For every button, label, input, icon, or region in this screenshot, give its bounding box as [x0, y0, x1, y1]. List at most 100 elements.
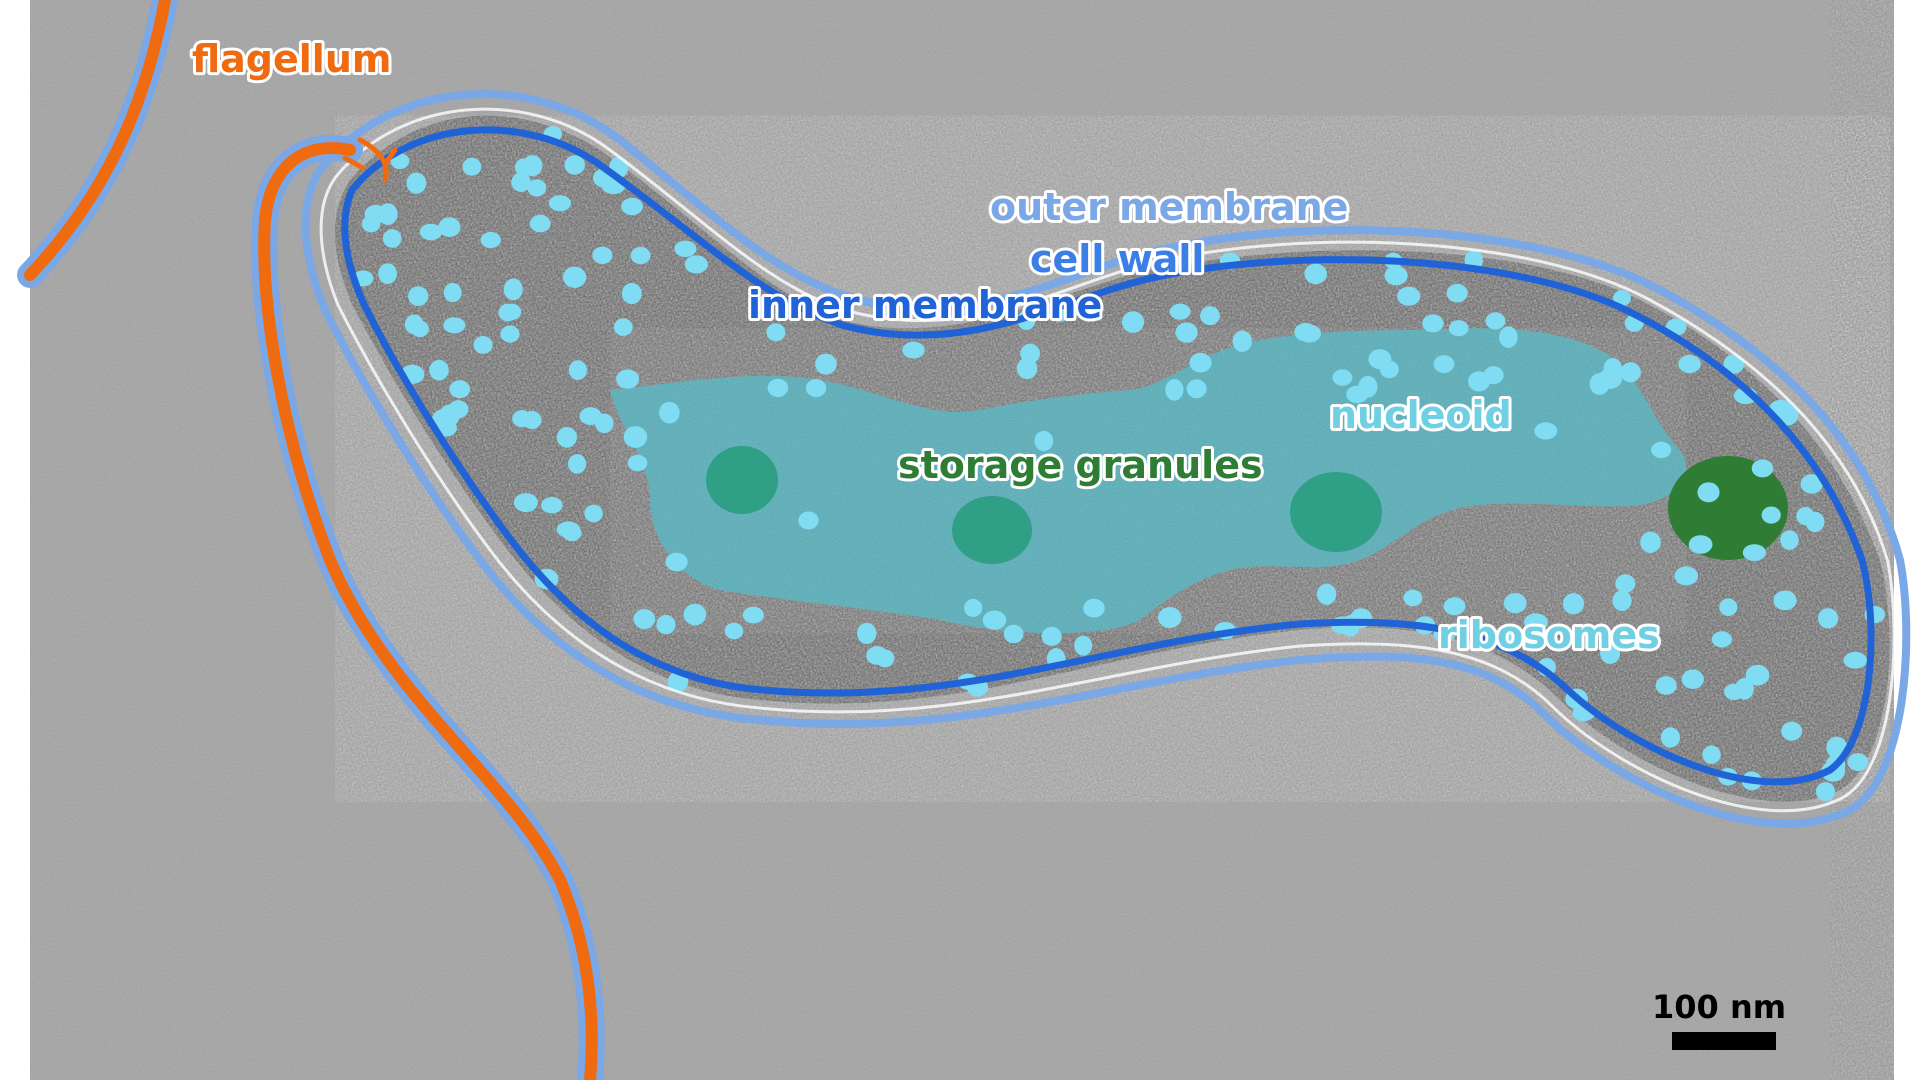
ribosome — [1433, 355, 1455, 373]
ribosome — [982, 610, 1007, 630]
ribosome — [1232, 330, 1253, 352]
ribosome — [623, 426, 648, 448]
label-outer-membrane: outer membrane — [990, 185, 1348, 229]
ribosome — [1503, 593, 1527, 614]
ribosome — [1304, 263, 1327, 285]
ribosome — [568, 360, 588, 381]
ribosome — [1723, 354, 1745, 374]
ribosome — [1640, 531, 1661, 553]
ribosome — [684, 255, 708, 274]
ribosome — [1169, 303, 1191, 320]
ribosome — [1600, 643, 1621, 664]
label-inner-membrane: inner membrane — [748, 283, 1102, 327]
ribosome — [1041, 626, 1062, 646]
ribosome — [404, 314, 424, 335]
ribosome — [1523, 613, 1548, 631]
ribosome — [633, 609, 656, 629]
ribosome — [1745, 664, 1770, 686]
scale-bar — [1672, 1032, 1776, 1050]
ribosome — [1358, 375, 1378, 398]
ribosome — [1674, 566, 1699, 586]
ribosome — [1332, 369, 1353, 386]
label-flagellum: flagellum — [192, 37, 391, 81]
left-white-margin — [0, 0, 30, 1080]
ribosome — [1655, 676, 1677, 695]
ribosome — [674, 240, 697, 257]
ribosome — [1843, 651, 1868, 669]
label-nucleoid: nucleoid — [1330, 393, 1512, 437]
ribosome — [1003, 624, 1024, 644]
ribosome — [1800, 474, 1823, 494]
outer-membrane — [301, 90, 1911, 828]
ribosome — [406, 172, 427, 194]
storage-granule — [706, 446, 778, 514]
ribosome — [1443, 597, 1466, 616]
ribosome — [613, 318, 633, 336]
ribosome — [541, 497, 563, 514]
ribosome — [1773, 590, 1797, 611]
ribosome — [1697, 482, 1720, 503]
ribosome — [857, 622, 877, 645]
ribosome — [503, 278, 523, 301]
ribosome — [866, 646, 889, 665]
ribosome — [1651, 441, 1672, 459]
ribosome — [627, 454, 648, 472]
ribosome — [378, 263, 397, 284]
ribosome — [1034, 430, 1054, 452]
ribosome — [1485, 312, 1506, 330]
ribosome — [512, 410, 532, 428]
nucleoid — [610, 328, 1687, 634]
ribosome — [630, 246, 651, 265]
ribosome — [1020, 343, 1040, 364]
ribosome — [1483, 366, 1504, 385]
ribosome — [568, 454, 587, 474]
ribosome — [438, 217, 461, 237]
ribosome — [964, 598, 983, 617]
label-ribosomes: ribosomes — [1438, 613, 1660, 657]
label-cell-wall: cell wall — [1030, 237, 1204, 281]
ribosome — [548, 195, 572, 212]
ribosome — [361, 215, 381, 233]
ribosome — [443, 282, 462, 303]
ribosome — [529, 214, 551, 233]
ribosome — [579, 407, 602, 425]
ribosome — [1688, 535, 1713, 554]
ribosome — [902, 341, 925, 359]
ribosome — [513, 493, 538, 513]
ribosome — [1200, 306, 1220, 326]
ribosome — [429, 359, 449, 381]
ribosome — [1615, 574, 1636, 593]
ribosome — [1719, 598, 1738, 616]
ribosome — [815, 353, 837, 375]
ribosome — [462, 157, 482, 176]
ribosome — [1751, 459, 1774, 478]
ribosome — [1379, 360, 1399, 379]
ribosome — [1780, 530, 1799, 550]
ribosome — [584, 504, 603, 523]
inner-membrane — [341, 126, 1875, 786]
ribosome — [1083, 598, 1105, 618]
ribosome — [473, 336, 493, 354]
ribosome — [480, 231, 501, 249]
ribosome — [1818, 608, 1839, 629]
storage-granule — [952, 496, 1032, 564]
label-storage-granules: storage granules — [898, 443, 1263, 487]
ribosome — [621, 197, 643, 216]
ribosome — [1397, 286, 1421, 306]
ribosome — [659, 401, 680, 424]
ribosome — [1189, 352, 1212, 373]
ribosome — [1297, 324, 1322, 343]
ribosome — [767, 378, 789, 398]
ribosome — [562, 266, 587, 288]
ribosome — [656, 614, 676, 635]
ribosome — [1613, 290, 1631, 307]
ribosome — [1781, 721, 1803, 741]
ribosome — [382, 229, 402, 248]
ribosome — [616, 369, 640, 389]
ribosome — [1502, 629, 1523, 649]
ribosome — [665, 552, 688, 572]
ribosome — [1816, 782, 1835, 802]
ribosome — [1158, 607, 1182, 628]
ribosome — [1761, 506, 1781, 524]
